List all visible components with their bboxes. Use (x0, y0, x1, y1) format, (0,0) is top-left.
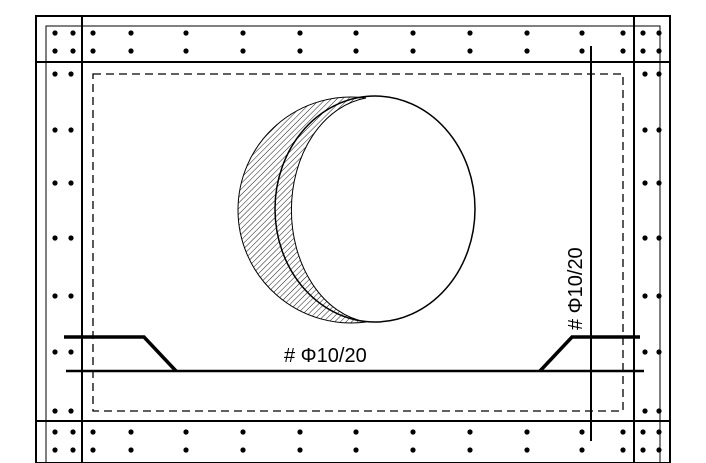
rebar-dot (656, 447, 662, 453)
rebar-dot (297, 30, 303, 36)
rebar-dot (128, 48, 134, 54)
rebar-dot (467, 48, 473, 54)
rebar-dot (656, 429, 662, 435)
rebar-dot (642, 235, 648, 241)
rebar-dot (52, 349, 58, 355)
rebar-dot (52, 408, 58, 414)
rebar-dot (642, 127, 648, 133)
rebar-dot (52, 127, 58, 133)
rebar-dot (656, 180, 662, 186)
rebar-dot (620, 30, 626, 36)
rebar-dot (183, 48, 189, 54)
rebar-dot (579, 48, 585, 54)
rebar-dot (52, 71, 58, 77)
rebar-dot (579, 447, 585, 453)
rebar-dot (410, 447, 416, 453)
outer-frame (35, 15, 671, 463)
rebar-dot (640, 48, 646, 54)
rebar-dot (620, 429, 626, 435)
rebar-dot (467, 429, 473, 435)
rebar-dot (52, 429, 58, 435)
rebar-dot (524, 429, 530, 435)
rebar-dot (656, 30, 662, 36)
rebar-dot (656, 408, 662, 414)
rebar-dot (90, 429, 96, 435)
rebar-dot (620, 48, 626, 54)
rebar-dot (656, 71, 662, 77)
rebar-dot (183, 30, 189, 36)
rebar-dot (656, 48, 662, 54)
rebar-dot (128, 447, 134, 453)
rebar-dot (52, 180, 58, 186)
hatched-crescent (237, 96, 367, 324)
rebar-dot (656, 349, 662, 355)
rebar-dot (353, 30, 359, 36)
rebar-dot (642, 180, 648, 186)
rebar-dot (297, 429, 303, 435)
rebar-dot (297, 447, 303, 453)
dashed-boundary (92, 73, 624, 412)
circular-opening (274, 95, 476, 323)
rebar-dot (642, 71, 648, 77)
border-outline (45, 25, 661, 463)
rebar-dot (128, 429, 134, 435)
rebar-dot (70, 48, 76, 54)
rebar-dot (68, 235, 74, 241)
label-horizontal-rebar: # Φ10/20 (284, 345, 367, 367)
rebar-dot (353, 48, 359, 54)
rebar-dot (90, 48, 96, 54)
rebar-dot (642, 293, 648, 299)
rebar-dot (52, 48, 58, 54)
rebar-dot (620, 447, 626, 453)
label-vertical-rebar: # Φ10/20 (565, 247, 587, 330)
rebar-dot (640, 447, 646, 453)
rebar-dot (90, 447, 96, 453)
rebar-dot (70, 447, 76, 453)
rebar-dot (524, 30, 530, 36)
rebar-dot (579, 429, 585, 435)
rebar-dot (52, 30, 58, 36)
rebar-dot (68, 71, 74, 77)
rebar-dots (52, 30, 662, 453)
rebar-dot (68, 127, 74, 133)
rebar-dot (640, 429, 646, 435)
rebar-dot (52, 447, 58, 453)
rebar-dot (642, 408, 648, 414)
rebar-dot (68, 408, 74, 414)
rebar-dot (68, 349, 74, 355)
rebar-dot (656, 127, 662, 133)
rebar-dot (642, 349, 648, 355)
rebar-dot (240, 447, 246, 453)
rebar-dot (353, 447, 359, 453)
rebar-dot (90, 30, 96, 36)
rebar-dot (410, 429, 416, 435)
rebar-dot (68, 293, 74, 299)
rebar-dot (183, 447, 189, 453)
rebar-dot (524, 48, 530, 54)
rebar-dot (68, 180, 74, 186)
rebar-dot (128, 30, 134, 36)
rebar-dot (467, 447, 473, 453)
right-bent-bar (538, 335, 640, 373)
rebar-dot (640, 30, 646, 36)
rebar-dot (579, 30, 585, 36)
rebar-dot (70, 30, 76, 36)
rebar-dot (353, 429, 359, 435)
rebar-dot (70, 429, 76, 435)
rebar-dot (297, 48, 303, 54)
rebar-dot (240, 30, 246, 36)
rebar-dot (183, 429, 189, 435)
rebar-dot (52, 235, 58, 241)
rebar-dot (656, 235, 662, 241)
rebar-dot (240, 429, 246, 435)
rebar-dot (52, 293, 58, 299)
rebar-dot (240, 48, 246, 54)
rebar-dot (656, 293, 662, 299)
rebar-dot (410, 30, 416, 36)
left-bent-bar (64, 335, 178, 373)
rebar-dot (467, 30, 473, 36)
rebar-dot (524, 447, 530, 453)
rebar-dot (410, 48, 416, 54)
